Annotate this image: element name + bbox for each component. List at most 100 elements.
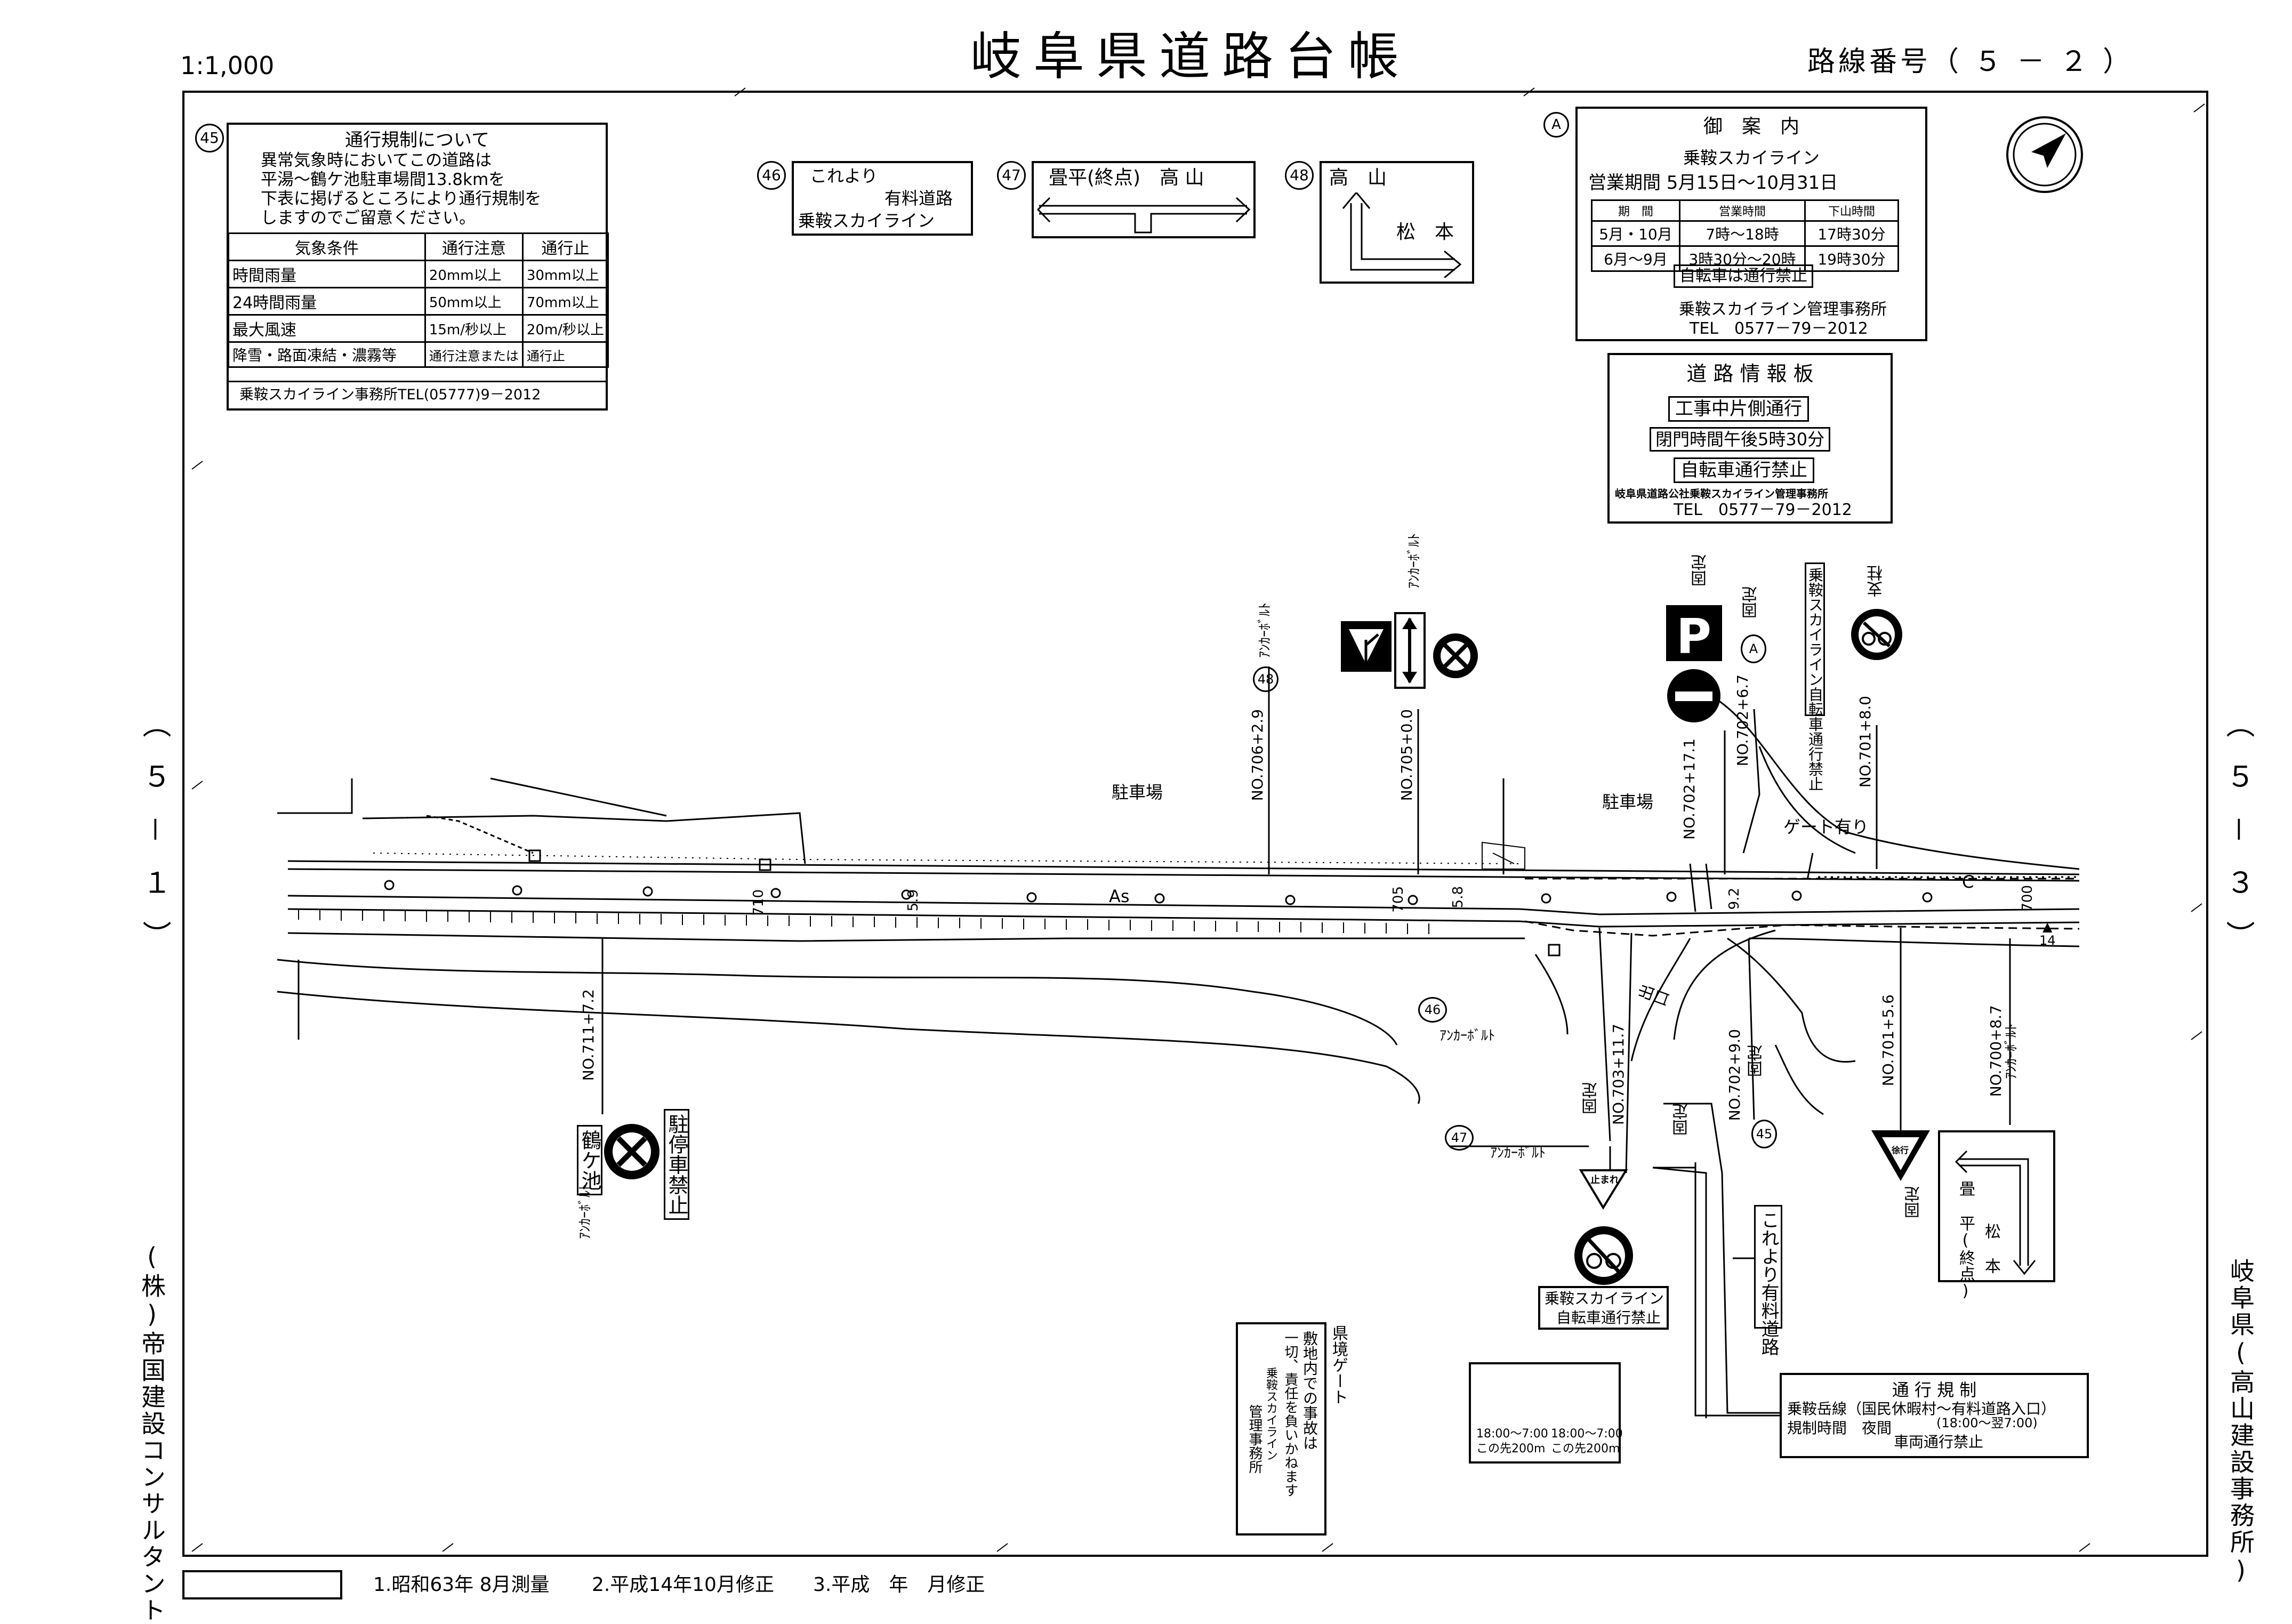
sign-a-tel: TEL 0577－79－2012	[1690, 319, 1868, 338]
parking-icon: P	[1666, 605, 1722, 665]
sign-a-bicycle: 自転車は通行禁止	[1674, 264, 1813, 288]
bicycle-ban-line-1: 乗鞍スカイライン	[1545, 1290, 1664, 1307]
table-cell: 24時間雨量	[228, 287, 426, 316]
map-circle-a: A	[1741, 634, 1766, 663]
no-stopping-plate: 駐停車禁止	[664, 1109, 689, 1220]
sign-48-right: 松 本	[1396, 221, 1454, 243]
night-time-1: 18:00～7:00	[1476, 1427, 1548, 1441]
anchor-label-46: ｱﾝｶｰﾎﾞﾙﾄ	[1439, 1028, 1495, 1044]
table-header: 下山時間	[1804, 199, 1899, 222]
sign-45-body-3: 下表に掲げるところにより通行規制を	[261, 189, 542, 208]
sign-46-line-2: 有料道路	[884, 188, 953, 208]
scale-label: 1:1,000	[180, 51, 275, 80]
table-cell: 30mm以上	[521, 260, 609, 288]
info-board-line-1: 工事中片側通行	[1668, 396, 1809, 422]
no-parking-icon	[1433, 633, 1478, 678]
table-cell: 通行注意または	[424, 341, 524, 368]
sign-45-title: 通行規制について	[345, 130, 489, 151]
table-cell: 50mm以上	[424, 287, 524, 316]
pavement-c-label: C	[1962, 872, 1974, 892]
sign-48-panel: 高 山 松 本	[1320, 161, 1474, 284]
table-cell: 5月・10月	[1591, 220, 1680, 247]
table-header: 営業時間	[1679, 199, 1806, 222]
sign-46-panel: これより 有料道路 乗鞍スカイライン	[792, 161, 973, 236]
turn-arrow-icon	[1342, 192, 1462, 278]
end-direction-arrow-icon	[1955, 1150, 2036, 1275]
traffic-reg-title: 通 行 規 制	[1892, 1380, 1977, 1400]
lane-reduction-icon	[1341, 621, 1392, 672]
table-cell: 6月～9月	[1591, 245, 1680, 272]
two-way-arrow-icon	[1394, 612, 1426, 689]
waiver-col-3: 乗鞍スカイライン	[1264, 1367, 1277, 1461]
sign-45-body-1: 異常気象時においてこの道路は	[261, 151, 492, 170]
table-cell: 7時～18時	[1679, 220, 1806, 247]
north-arrow-icon	[2006, 116, 2083, 193]
traffic-regulation-board: 通 行 規 制 乗鞍岳線（国民休暇村～有料道路入口） 規制時間 夜間 (18:0…	[1780, 1373, 2089, 1458]
info-board-tel: TEL 0577－79－2012	[1674, 501, 1852, 519]
info-board-line-2: 閉門時間午後5時30分	[1650, 427, 1831, 452]
double-arrow-icon	[1036, 197, 1251, 234]
sign-47-text: 畳平(終点) 高 山	[1049, 167, 1204, 189]
end-point-sign: 畳 平(終点) 松 本	[1938, 1130, 2055, 1300]
waiver-col-2: 一切、責任を負いかねます	[1282, 1331, 1298, 1497]
table-cell: 降雪・路面凍結・濃霧等	[228, 341, 426, 368]
no-entry-icon	[1667, 669, 1720, 722]
sign-a-title: 御 案 内	[1703, 116, 1799, 138]
table-cell: 15m/秒以上	[424, 314, 524, 343]
page-title: 岐阜県道路台帳	[970, 27, 1411, 86]
triangle-marker-14: ▲14	[2039, 919, 2056, 948]
table-header: 気象条件	[228, 232, 426, 261]
table-cell: 19時30分	[1804, 245, 1899, 272]
night-restriction-board: 18:00～7:00 この先200m 18:00～7:00 この先200m	[1469, 1362, 1623, 1464]
table-header: 通行注意	[424, 232, 524, 261]
skyline-bicycle-plate: 乗鞍スカイライン自転車通行禁止	[1805, 562, 1825, 791]
pavement-as-label: As	[1109, 886, 1130, 906]
traffic-reg-line-3: 車両通行禁止	[1894, 1433, 1984, 1451]
parking-label-1: 駐車場	[1112, 782, 1163, 802]
sign-48-number: 48	[1285, 161, 1314, 190]
sign-46-line-1: これより	[810, 166, 878, 186]
stop-sign-text: 止まれ	[1590, 1175, 1619, 1186]
left-sheet-label: （ ５ － １ ）	[138, 709, 171, 957]
route-number: 路線番号（ ５ － ２ ）	[1807, 46, 2134, 78]
svg-text:P: P	[1676, 609, 1711, 665]
night-dist-1: この先200m	[1476, 1442, 1546, 1456]
triangle-marker-value: 14	[2039, 933, 2056, 948]
map-circle-45: 45	[1751, 1120, 1777, 1148]
map-circle-48: 48	[1253, 666, 1278, 692]
toll-road-plate: これより有料道路	[1754, 1205, 1783, 1356]
table-header: 通行止	[521, 232, 609, 261]
traffic-reg-line-2b: (18:00～翌7:00)	[1936, 1416, 2038, 1430]
waiver-col-4: 管理事務所	[1246, 1404, 1262, 1474]
sign-a-office: 乗鞍スカイライン管理事務所	[1679, 300, 1887, 319]
sign-45-table: 気象条件 通行注意 通行止 時間雨量 20mm以上 30mm以上 24時間雨量 …	[228, 232, 609, 368]
table-cell: 20mm以上	[424, 260, 524, 288]
road-info-board: 道 路 情 報 板 工事中片側通行 閉門時間午後5時30分 自転車通行禁止 岐阜…	[1607, 353, 1893, 524]
info-board-org: 岐阜県道路公社乗鞍スカイライン管理事務所	[1615, 487, 1828, 500]
right-sheet-label: （ ５ － ３ ）	[2221, 709, 2255, 957]
map-circle-46: 46	[1418, 997, 1447, 1023]
sign-45-footer: 乗鞍スカイライン事務所TEL(05777)9－2012	[239, 387, 541, 403]
traffic-reg-line-1: 乗鞍岳線（国民休暇村～有料道路入口）	[1787, 1400, 2056, 1418]
traffic-reg-line-2a: 規制時間 夜間	[1787, 1419, 1892, 1437]
map-circle-47: 47	[1445, 1125, 1474, 1151]
table-cell: 20m/秒以上	[521, 314, 609, 343]
night-dist-2: この先200m	[1551, 1442, 1620, 1456]
table-cell: 17時30分	[1804, 220, 1899, 247]
tsurugaike-plate: 鶴ケ池	[577, 1125, 602, 1195]
sign-a-period: 営業期間 5月15日～10月31日	[1588, 172, 1838, 194]
table-cell: 時間雨量	[228, 260, 426, 288]
no-parking-icon	[604, 1124, 660, 1179]
sign-46-number: 46	[757, 161, 786, 190]
table-header: 期 間	[1591, 199, 1680, 222]
sign-45-number: 45	[195, 124, 224, 152]
no-bicycle-icon	[1574, 1226, 1633, 1285]
sign-48-top: 高 山	[1329, 167, 1387, 189]
slow-sign-text: 徐行	[1892, 1145, 1909, 1155]
slow-sign-icon	[1871, 1130, 1930, 1181]
anchor-label-47: ｱﾝｶｰﾎﾞﾙﾄ	[1490, 1145, 1546, 1161]
stop-sign-icon	[1579, 1169, 1628, 1210]
sign-45-footer-divider	[229, 381, 606, 382]
end-point-text-1: 畳 平(終点)	[1956, 1180, 1975, 1300]
